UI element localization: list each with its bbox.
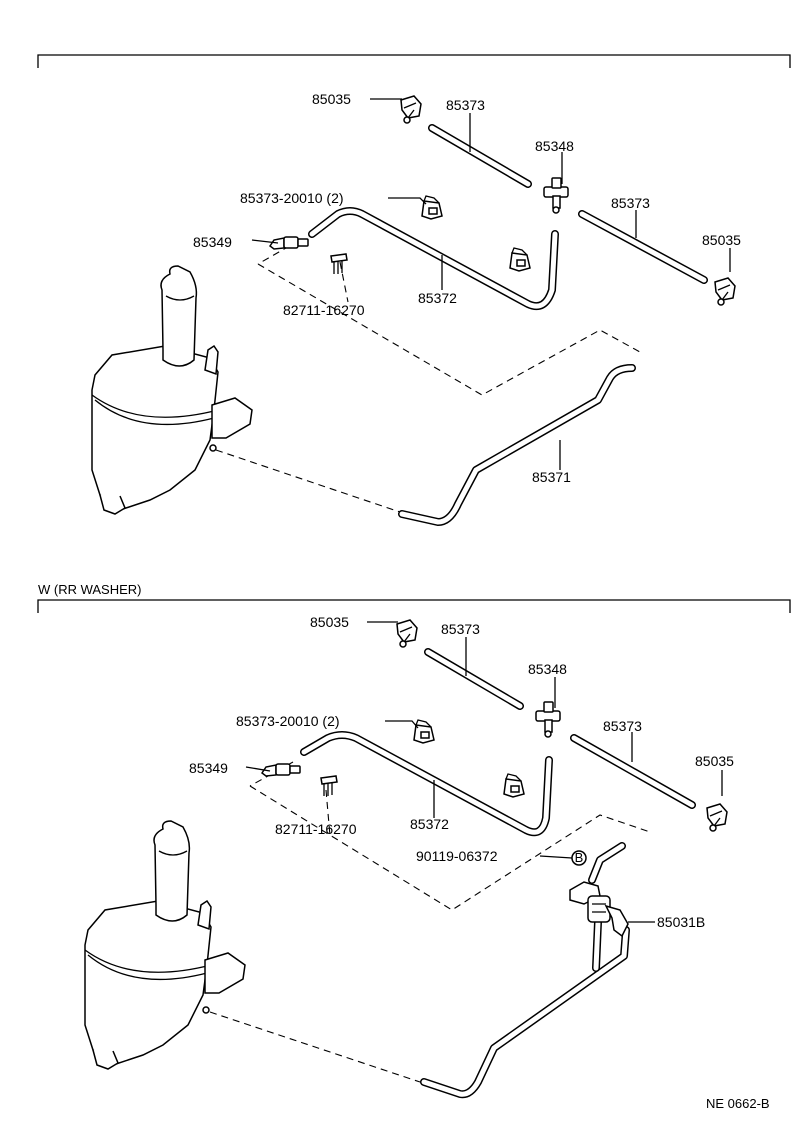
label-85373-20010: 85373-20010 (2) — [240, 190, 344, 206]
label-85349: 85349 — [193, 234, 232, 250]
hose-valve-drop — [592, 918, 602, 972]
hose-85373-upper-left — [424, 648, 524, 710]
label-85035: 85035 — [310, 614, 349, 630]
hose-to-tank — [420, 926, 630, 1099]
nozzle-icon — [706, 803, 728, 832]
clip-icon — [330, 253, 348, 275]
section-bracket — [37, 599, 791, 613]
label-85373: 85373 — [603, 718, 642, 734]
t-joint-icon — [535, 701, 561, 738]
upper-section: 85035 85373 85348 85373 85035 85373-2001… — [37, 54, 791, 526]
clamp-icon — [413, 719, 435, 744]
valve-85031b-icon — [569, 881, 629, 938]
hose-85373-upper-left — [428, 124, 532, 188]
label-85373: 85373 — [441, 621, 480, 637]
label-85373: 85373 — [446, 97, 485, 113]
t-joint-icon — [543, 177, 569, 214]
label-85373-20010: 85373-20010 (2) — [236, 713, 340, 729]
lower-section: W (RR WASHER) — [37, 582, 791, 1099]
label-82711-16270: 82711-16270 — [275, 821, 357, 837]
label-85372: 85372 — [418, 290, 457, 306]
hose-85372 — [300, 731, 553, 837]
nozzle-icon — [714, 277, 736, 306]
nozzle-icon — [400, 95, 422, 124]
label-85031b: 85031B — [657, 914, 705, 930]
clip-icon — [320, 775, 338, 797]
label-85372: 85372 — [410, 816, 449, 832]
section-bracket — [37, 54, 791, 68]
label-85348: 85348 — [535, 138, 574, 154]
assembly-outline — [257, 263, 641, 396]
label-85035: 85035 — [312, 91, 351, 107]
hose-85371 — [398, 364, 636, 526]
clamp-icon — [421, 195, 443, 220]
label-85373: 85373 — [611, 195, 650, 211]
section-title: W (RR WASHER) — [38, 582, 142, 597]
hose-85373-upper-right — [570, 734, 696, 809]
diagram-code: NE 0662-B — [706, 1096, 770, 1111]
nozzle-icon — [396, 619, 418, 648]
label-85035: 85035 — [702, 232, 741, 248]
label-85348: 85348 — [528, 661, 567, 677]
bolt-symbol: B — [575, 850, 584, 865]
clamp-icon — [503, 773, 525, 798]
assembly-outline — [249, 785, 651, 911]
label-85371: 85371 — [532, 469, 571, 485]
washer-tank — [91, 265, 253, 515]
label-85035: 85035 — [695, 753, 734, 769]
hose-85372 — [308, 207, 559, 311]
label-82711-16270: 82711-16270 — [283, 302, 365, 318]
hose-85373-upper-right — [578, 210, 708, 284]
label-90119-06372: 90119-06372 — [416, 848, 498, 864]
washer-tank — [84, 820, 246, 1070]
hose-valve-inlet — [588, 842, 626, 884]
clamp-icon — [509, 247, 531, 272]
label-85349: 85349 — [189, 760, 228, 776]
